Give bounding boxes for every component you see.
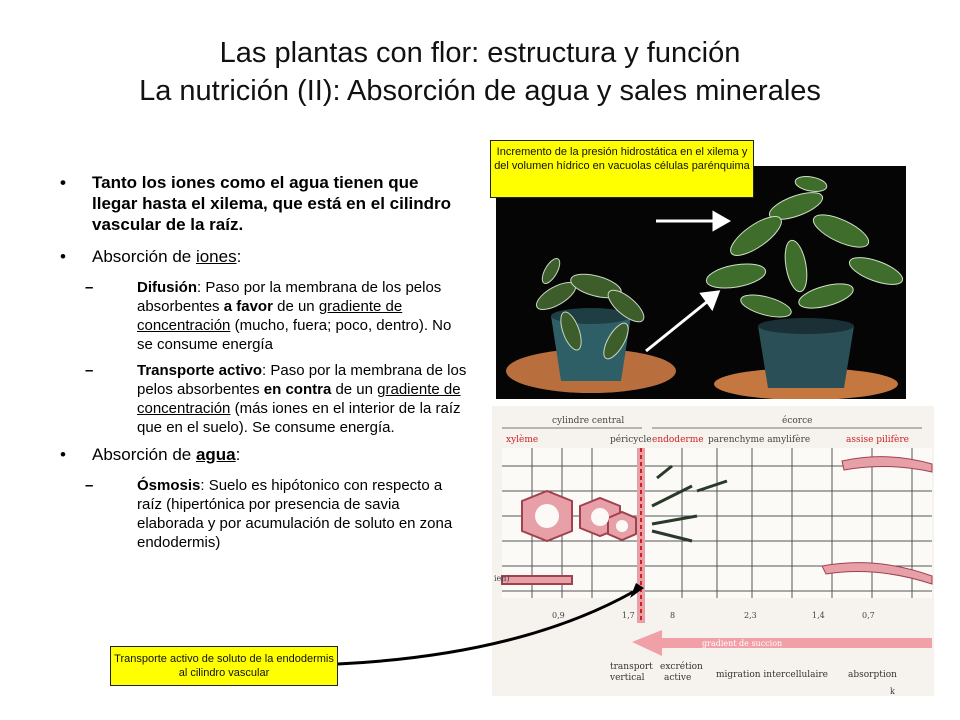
dash-icon: – xyxy=(85,362,94,379)
left-leaves xyxy=(535,258,645,360)
label-transport-2: vertical xyxy=(609,673,645,683)
osmosis-text: : Suelo es hipótonico con respecto a raí… xyxy=(137,477,453,551)
xylem-lumen xyxy=(535,504,628,532)
callout-top: Incremento de la presión hidrostática en… xyxy=(490,140,754,198)
sub-bullet-transporte: – Transporte activo: Paso por la membran… xyxy=(85,361,468,437)
label-excretion-2: active xyxy=(664,673,691,683)
bullet-list: • Tanto los iones como el agua tienen qu… xyxy=(60,172,468,559)
dash-icon: – xyxy=(85,279,94,296)
water-flow-arrows xyxy=(651,464,728,543)
difusion-bold: a favor xyxy=(223,298,273,315)
bullet-iones-prefix: Absorción de xyxy=(92,247,196,266)
difusion-text-1: : Paso por la membrana de los pelos abso… xyxy=(137,279,442,315)
value-1-7: 1,7 xyxy=(622,611,635,620)
slide-title: Las plantas con flor: estructura y funci… xyxy=(0,34,960,110)
gradient-arrow xyxy=(632,630,932,656)
transporte-bold: en contra xyxy=(263,381,332,398)
bullet-xylem-text: Tanto los iones como el agua tienen que … xyxy=(92,173,452,234)
sub-bullet-osmosis: – Ósmosis: Suelo es hipótonico con respe… xyxy=(85,476,468,552)
bullet-iones: • Absorción de iones: xyxy=(60,246,468,267)
bullet-agua-suffix: : xyxy=(235,445,241,464)
root-section-illustration: cylindre central écorce xylème parenchym… xyxy=(494,415,933,696)
label-endoderme: endoderme xyxy=(652,435,704,445)
dash-icon: – xyxy=(85,477,94,494)
value-0-7: 0,7 xyxy=(862,611,875,620)
title-line-1: Las plantas con flor: estructura y funci… xyxy=(219,37,741,69)
right-pot xyxy=(758,326,854,388)
label-ecorce: écorce xyxy=(782,415,812,426)
difusion-term: Difusión xyxy=(137,279,197,296)
root-diagram: cylindre central écorce xylème parenchym… xyxy=(492,406,934,696)
label-corner: k xyxy=(890,687,895,696)
value-1-4: 1,4 xyxy=(812,611,825,620)
difusion-text-2: de un xyxy=(272,298,319,315)
callout-top-text: Incremento de la presión hidrostática en… xyxy=(494,146,750,172)
label-cylindre-central: cylindre central xyxy=(552,416,624,426)
label-ien: ien) xyxy=(494,574,510,583)
value-8: 8 xyxy=(670,611,675,620)
root-hairs xyxy=(821,456,933,585)
right-pot-rim xyxy=(758,318,854,334)
label-excretion-1: excrétion xyxy=(660,661,703,672)
difusion-text-3: (mucho, fuera; poco, dentro). No se cons… xyxy=(137,317,452,353)
bullet-dot-icon: • xyxy=(60,173,66,192)
label-absorption: absorption xyxy=(848,670,897,680)
bullet-iones-suffix: : xyxy=(236,247,242,266)
label-migration: migration intercellulaire xyxy=(716,670,828,680)
plants-illustration xyxy=(506,176,904,399)
label-transport-1: transport xyxy=(610,662,653,672)
difusion-gradient: gradiente de concentración xyxy=(137,298,403,334)
bullet-agua: • Absorción de agua: xyxy=(60,444,468,465)
bullet-agua-term: agua xyxy=(195,445,236,464)
label-assise-pilifere: assise pilifère xyxy=(846,434,909,445)
callout-bottom: Transporte activo de soluto de la endode… xyxy=(110,646,338,686)
label-xyleme: xylème xyxy=(506,434,538,445)
photo-arrows xyxy=(645,210,732,353)
transporte-term: Transporte activo xyxy=(137,362,263,379)
plants-photo xyxy=(496,166,906,399)
transporte-text-3: (más iones en el interior de la raíz que… xyxy=(137,400,461,436)
bullet-dot-icon: • xyxy=(60,247,66,266)
transporte-text-2: de un xyxy=(331,381,378,398)
value-2-3: 2,3 xyxy=(744,611,757,620)
bullet-agua-prefix: Absorción de xyxy=(92,445,196,464)
transporte-text-1: : Paso por la membrana de los pelos abso… xyxy=(137,362,467,398)
right-leaves xyxy=(705,176,904,318)
bullet-xylem: • Tanto los iones como el agua tienen qu… xyxy=(60,172,468,235)
sub-bullet-difusion: – Difusión: Paso por la membrana de los … xyxy=(85,278,468,354)
bullet-iones-term: iones xyxy=(195,247,237,266)
label-pericycle: péricycle xyxy=(610,434,652,445)
osmosis-term: Ósmosis xyxy=(137,477,201,494)
label-parenchyme-amylifere: parenchyme amylifère xyxy=(708,434,810,445)
bullet-dot-icon: • xyxy=(60,445,66,464)
value-0-9: 0,9 xyxy=(552,611,565,620)
label-gradient: gradient de succion xyxy=(702,639,782,648)
transporte-gradient: gradiente de concentración xyxy=(137,381,461,417)
title-line-2: La nutrición (II): Absorción de agua y s… xyxy=(139,75,821,107)
callout-bottom-text: Transporte activo de soluto de la endode… xyxy=(114,653,334,679)
